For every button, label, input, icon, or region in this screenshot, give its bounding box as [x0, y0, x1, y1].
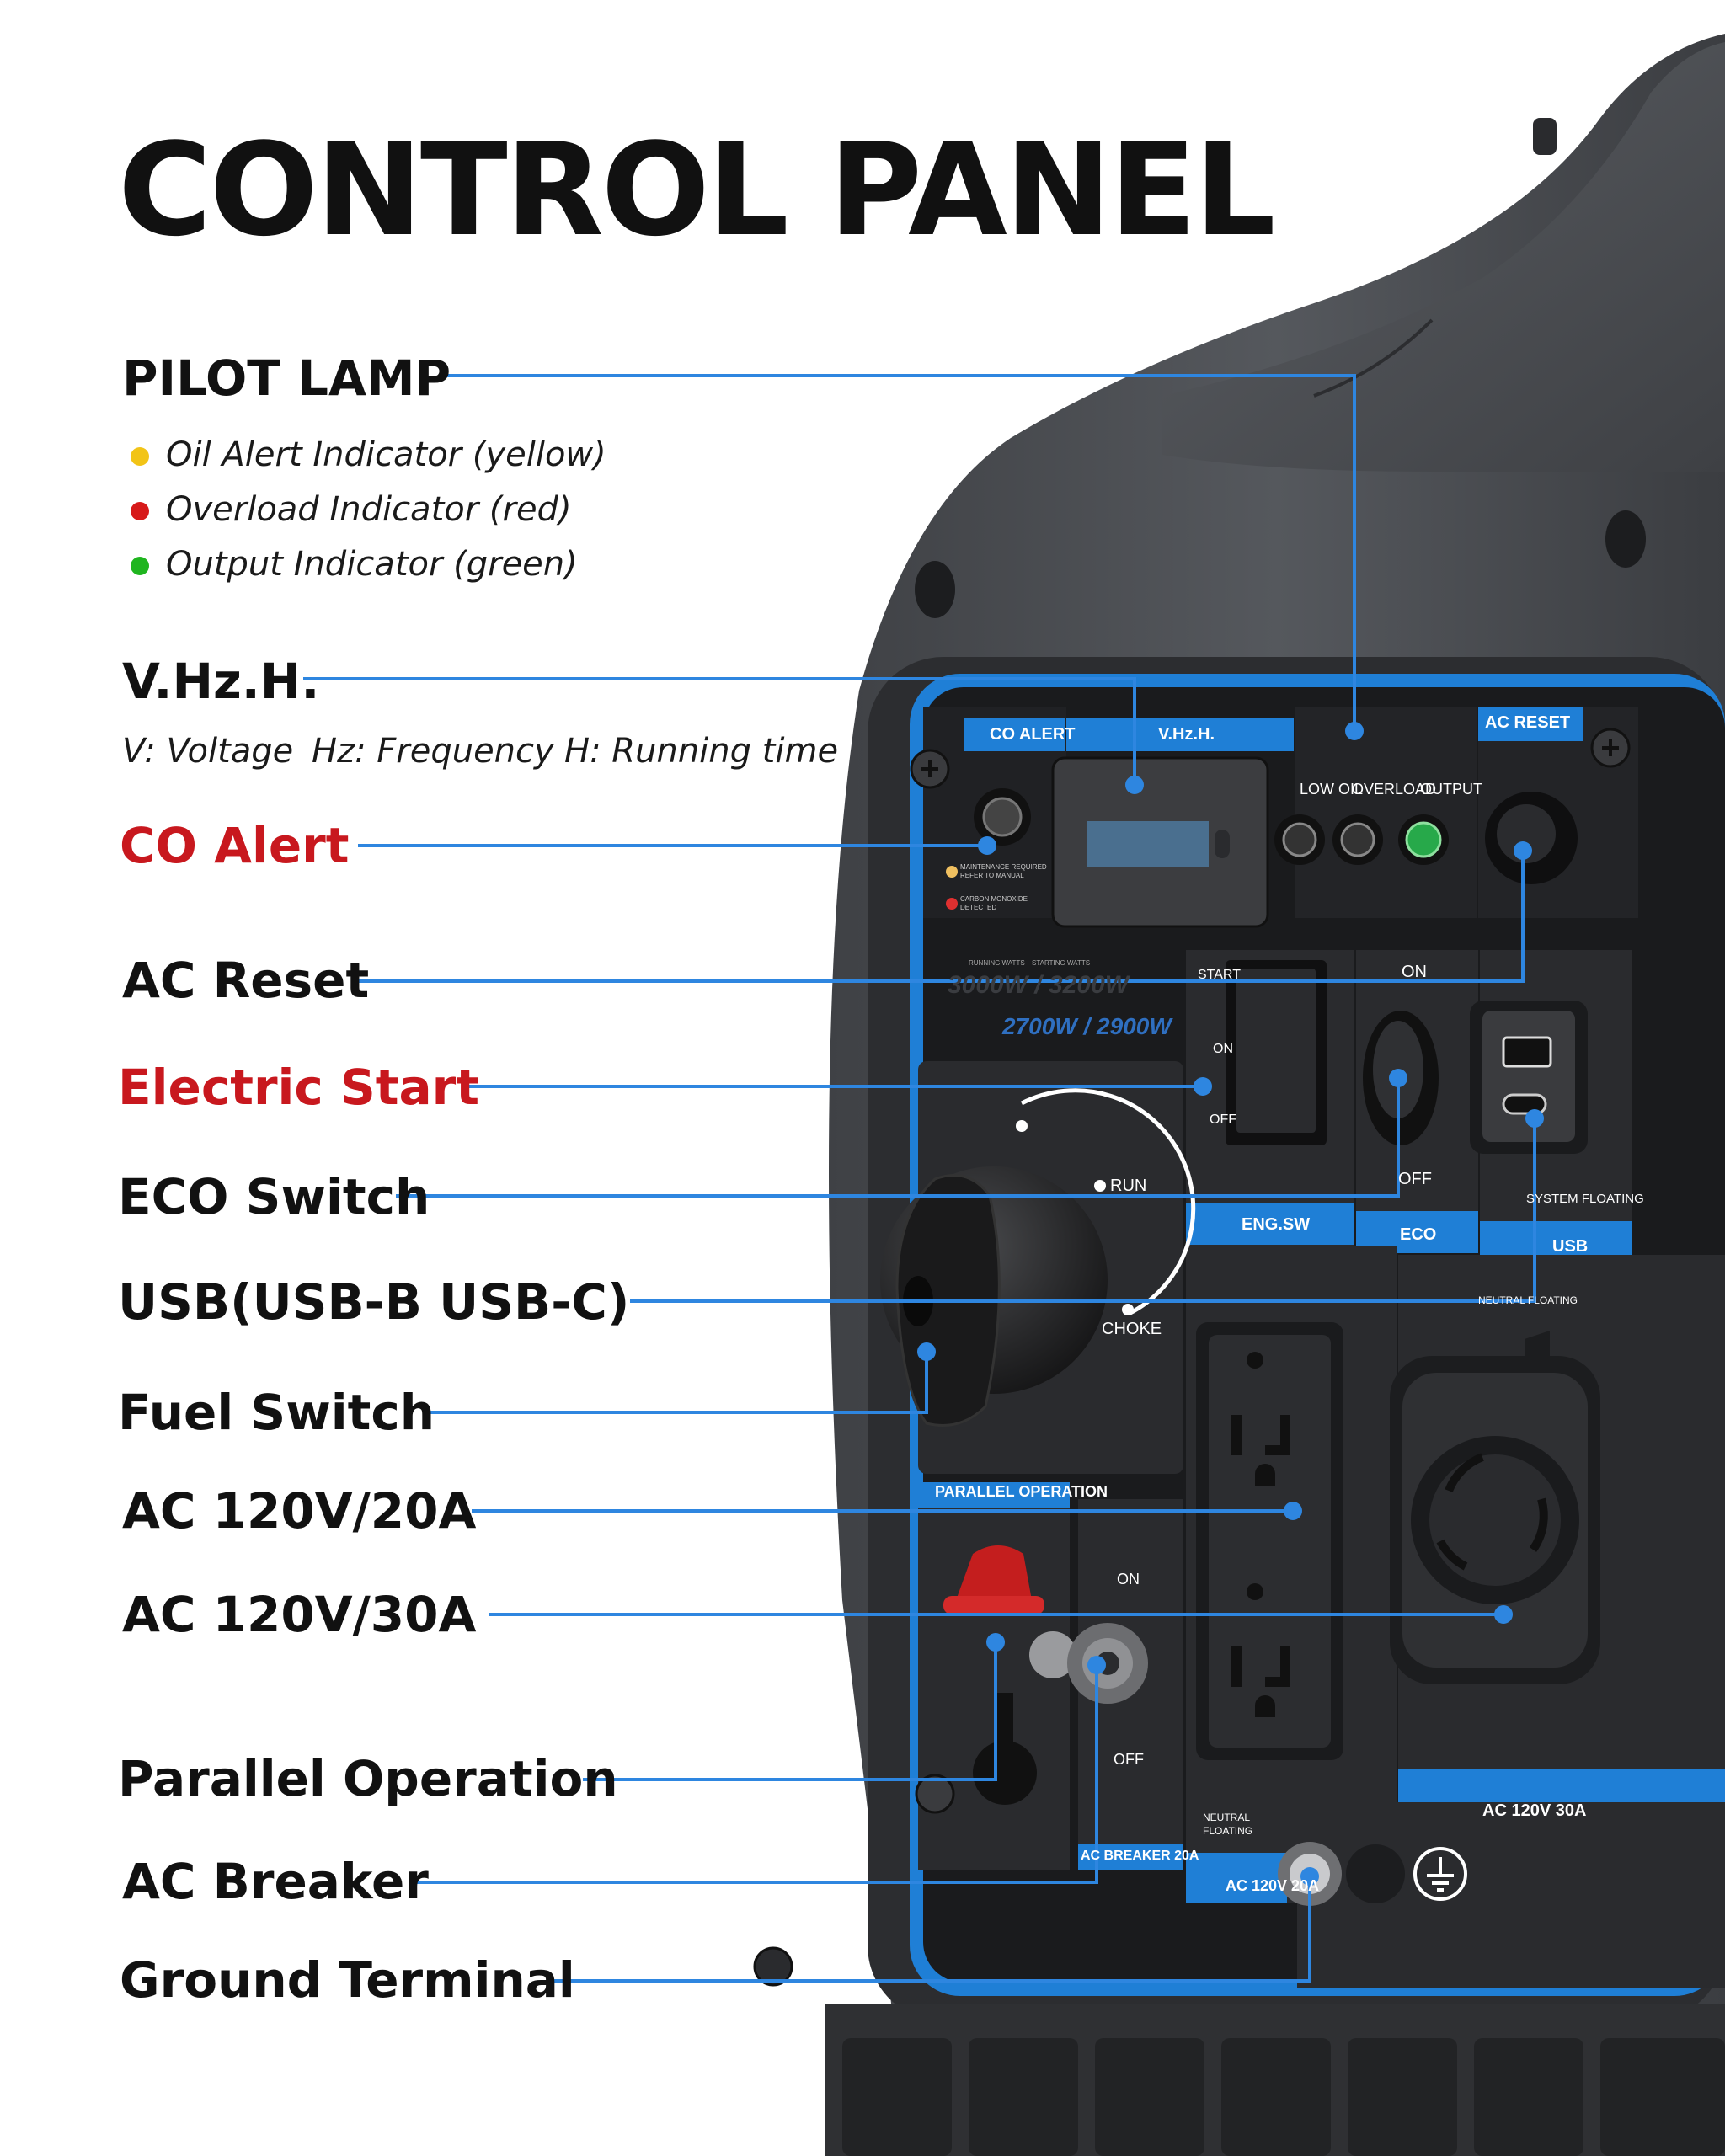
page-title: CONTROL PANEL — [118, 115, 1276, 264]
leader-vhzh — [303, 677, 1136, 785]
leader-breaker — [413, 1665, 1098, 1884]
vhzh-legend-runtime: H: Running time — [564, 732, 839, 771]
leader-endpoints — [917, 722, 1544, 1886]
panel-on-label: ON — [1213, 1042, 1233, 1056]
panel-ac-reset-label: AC RESET — [1485, 713, 1571, 732]
panel-system-floating: SYSTEM FLOATING — [1526, 1192, 1644, 1206]
pilot-lamps — [1274, 814, 1449, 865]
panel-co-alert-label: CO ALERT — [990, 725, 1076, 744]
ac-30a-outlet — [1390, 1331, 1600, 1684]
pilot-item-oil: Oil Alert Indicator (yellow) — [131, 438, 606, 472]
label-co-alert: CO Alert — [120, 817, 350, 874]
ac-reset-button — [1485, 792, 1578, 884]
panel-watts-small: 2700W / 2900W — [1002, 1013, 1172, 1039]
panel-low-oil-label: LOW OIL — [1300, 781, 1364, 798]
panel-neutral-label: NEUTRAL — [1203, 1812, 1251, 1823]
red-dot-icon — [131, 502, 149, 520]
label-ac-20a: AC 120V/20A — [122, 1482, 477, 1540]
vhzh-legend-voltage: V: Voltage — [122, 732, 294, 771]
label-usb: USB(USB-B USB-C) — [118, 1273, 630, 1331]
label-fuel-switch: Fuel Switch — [118, 1384, 435, 1441]
panel-maint-1: MAINTENANCE REQUIRED — [960, 863, 1047, 871]
vent-grille — [825, 2004, 1725, 2156]
leader-parallel — [583, 1642, 997, 1781]
vhzh-legend-frequency: Hz: Frequency — [312, 732, 554, 771]
panel-neutral-floating-top: NEUTRAL FLOATING — [1478, 1294, 1578, 1306]
panel-overload-label: OVERLOAD — [1352, 781, 1437, 798]
label-ground-terminal: Ground Terminal — [120, 1951, 575, 2009]
panel-running-watts: RUNNING WATTS — [969, 959, 1025, 967]
leader-pilot-lamp — [442, 374, 1356, 731]
leader-ac-reset — [354, 851, 1525, 983]
panel-parallel-label: PARALLEL OPERATION — [935, 1483, 1108, 1500]
panel-co-1: CARBON MONOXIDE — [960, 895, 1028, 903]
green-dot-icon — [131, 557, 149, 575]
panel-co-2: DETECTED — [960, 904, 997, 911]
vhzh-meter — [1051, 756, 1269, 928]
label-eco-switch: ECO Switch — [118, 1168, 430, 1225]
panel-watts-big: 3000W / 3200W — [948, 971, 1130, 999]
panel-screws — [753, 728, 1631, 1987]
yellow-dot-icon — [131, 447, 149, 466]
pilot-item-text: Oil Alert Indicator (yellow) — [166, 435, 606, 474]
pilot-item-text: Overload Indicator (red) — [166, 490, 572, 529]
panel-usb-label: USB — [1552, 1237, 1589, 1256]
engine-rocker-switch — [1226, 960, 1327, 1145]
panel-vhzh-label: V.Hz.H. — [1158, 725, 1215, 744]
panel-ac20-label: AC 120V 20A — [1226, 1877, 1320, 1894]
panel-off-label: OFF — [1210, 1113, 1236, 1127]
panel-floating-label: FLOATING — [1203, 1825, 1253, 1837]
panel-breaker-on: ON — [1117, 1571, 1140, 1588]
panel-choke-label: CHOKE — [1102, 1320, 1162, 1338]
leader-eco — [396, 1078, 1400, 1198]
label-vhzh: V.Hz.H. — [122, 653, 320, 710]
parallel-ports — [943, 1545, 1076, 1805]
panel-starting-watts: STARTING WATTS — [1032, 959, 1091, 967]
panel-eco-on-label: ON — [1402, 963, 1427, 981]
panel-eng-sw-label: ENG.SW — [1242, 1215, 1311, 1234]
label-ac-breaker: AC Breaker — [122, 1853, 429, 1910]
panel-run-label: RUN — [1110, 1177, 1147, 1195]
leader-lines — [303, 374, 1536, 1983]
panel-breaker-off: OFF — [1114, 1751, 1144, 1768]
pilot-item-overload: Overload Indicator (red) — [131, 493, 572, 526]
label-parallel-operation: Parallel Operation — [118, 1750, 618, 1807]
pilot-item-output: Output Indicator (green) — [131, 547, 578, 581]
panel-eco-label: ECO — [1400, 1225, 1437, 1244]
label-electric-start: Electric Start — [118, 1059, 479, 1116]
ac-breaker — [1067, 1623, 1148, 1704]
panel-eco-off-label: OFF — [1398, 1170, 1432, 1188]
label-pilot-lamp: PILOT LAMP — [122, 350, 451, 407]
pilot-item-text: Output Indicator (green) — [166, 545, 578, 584]
label-ac-30a: AC 120V/30A — [122, 1586, 477, 1643]
panel-breaker-label: AC BREAKER 20A — [1081, 1849, 1199, 1863]
usb-ports — [1470, 1001, 1588, 1154]
panel-ac30-label: AC 120V 30A — [1482, 1801, 1587, 1820]
leader-usb — [630, 1118, 1536, 1303]
leader-fuel — [425, 1352, 928, 1414]
panel-maint-2: REFER TO MANUAL — [960, 872, 1024, 879]
panel-output-label: OUTPUT — [1420, 781, 1482, 798]
co-alert-light — [946, 788, 1031, 910]
label-ac-reset: AC Reset — [122, 952, 370, 1009]
panel-start-label: START — [1198, 968, 1241, 982]
leader-ground — [552, 1876, 1311, 1983]
ac-20a-outlet — [1196, 1322, 1343, 1760]
